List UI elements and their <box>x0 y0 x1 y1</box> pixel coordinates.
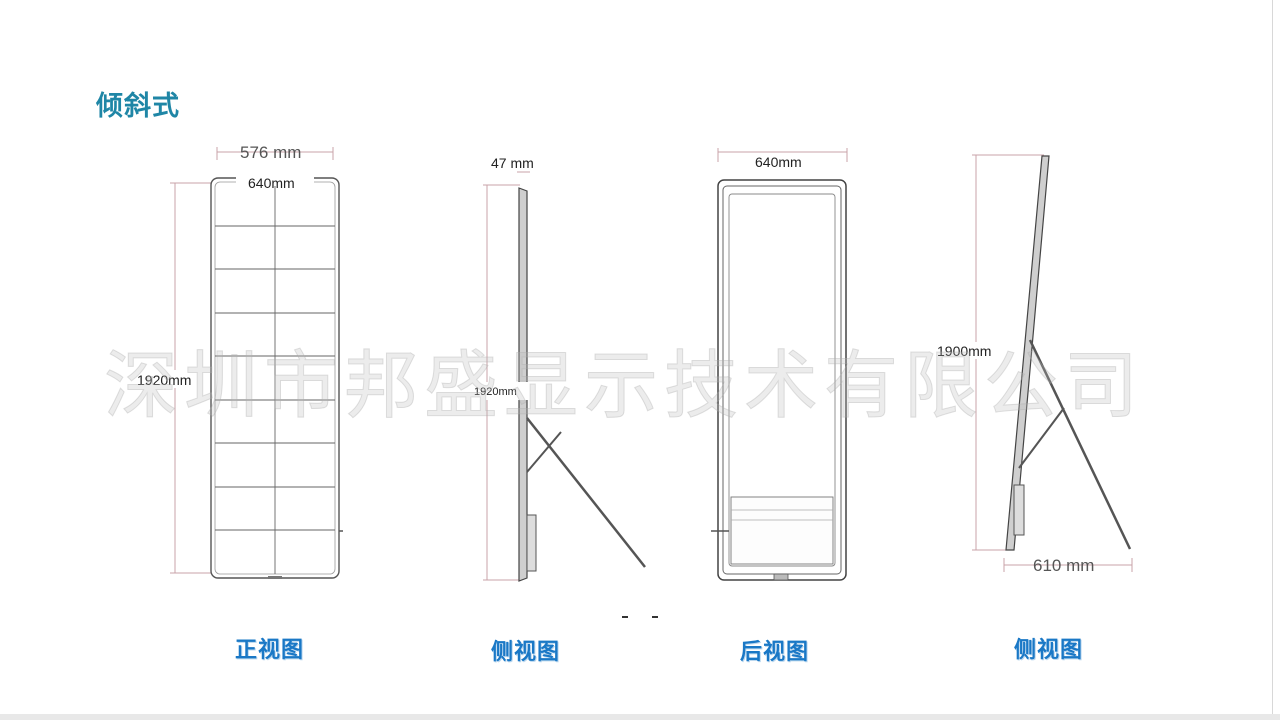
back-view-drawing <box>711 148 848 581</box>
side-depth-dimension: 47 mm <box>491 155 534 171</box>
front-view-drawing <box>170 147 343 579</box>
front-height-dimension: 1920mm <box>137 372 191 388</box>
tilted-side-view-label: 侧视图 <box>1014 638 1084 663</box>
front-view-label: 正视图 <box>235 638 305 663</box>
side-height-dimension: 1920mm <box>474 386 517 398</box>
back-width-dimension: 640mm <box>755 154 802 170</box>
bottom-band <box>0 714 1280 720</box>
page-title: 倾斜式 <box>96 91 180 122</box>
page-edge-rule <box>1272 0 1273 720</box>
front-width-dimension: 576 mm <box>240 143 301 162</box>
side-view-label: 侧视图 <box>491 640 561 665</box>
tilted-side-base-dimension: 610 mm <box>1033 556 1094 575</box>
back-view-label: 后视图 <box>740 640 810 665</box>
front-inner-width-dimension: 640mm <box>248 175 295 191</box>
tilted-side-view-drawing <box>972 154 1133 572</box>
tilted-side-height-dimension: 1900mm <box>937 343 991 359</box>
